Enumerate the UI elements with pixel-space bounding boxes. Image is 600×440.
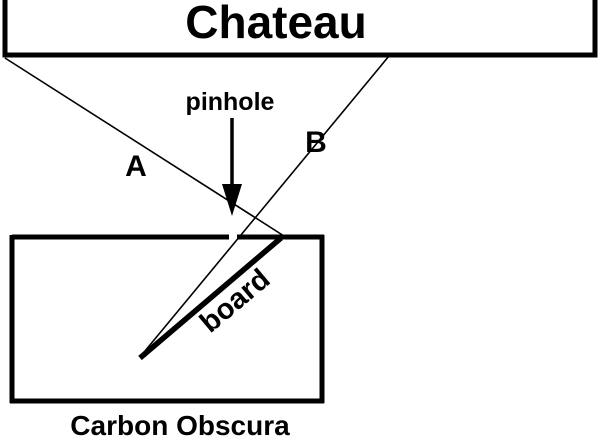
ray-b-label: B (305, 126, 327, 159)
ray-b (139, 55, 390, 358)
chateau-title: Chateau (185, 0, 366, 48)
ray-a-label: A (125, 150, 147, 183)
board (138, 235, 283, 361)
chateau-box (2, 0, 598, 58)
caption: Carbon Obscura (70, 410, 290, 440)
pinhole-label: pinhole (186, 88, 275, 116)
ray-a (4, 57, 285, 237)
pinhole-arrow-head (222, 184, 242, 216)
